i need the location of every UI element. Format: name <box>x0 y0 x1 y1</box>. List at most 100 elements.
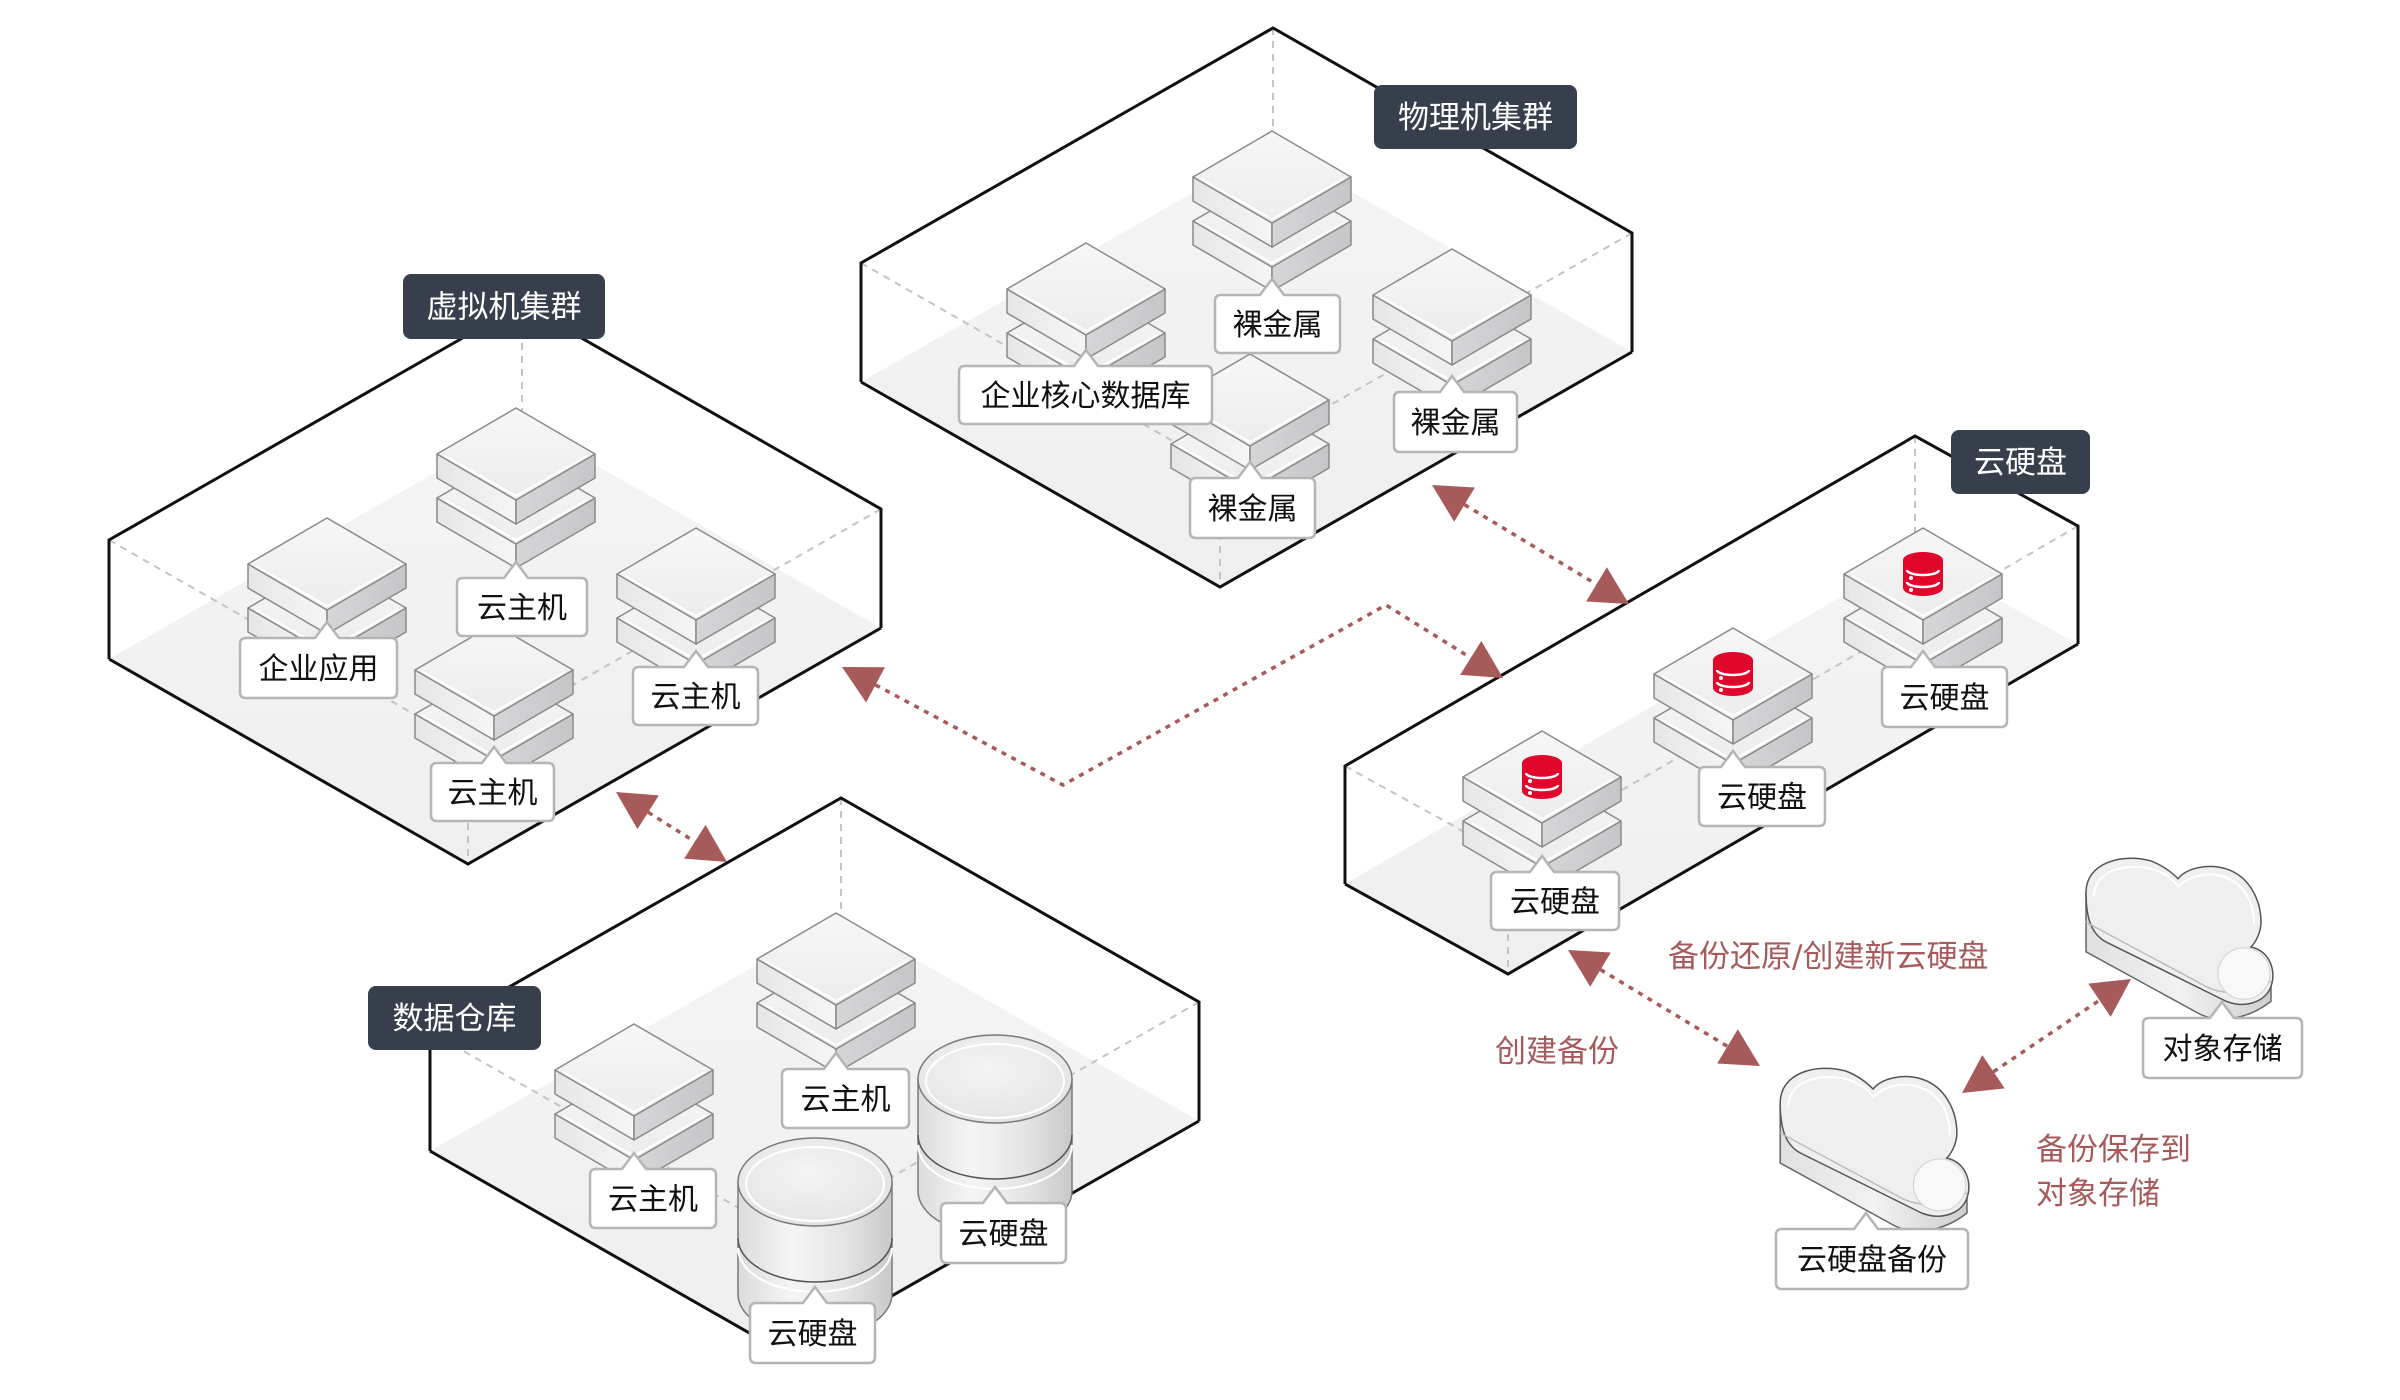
slab-highlight <box>1380 296 1524 339</box>
node-object_storage-label[interactable]: 对象存储 <box>2141 999 2304 1080</box>
node-warehouse-1[interactable] <box>756 912 916 1074</box>
slab-top-face <box>616 527 776 621</box>
node-label-text: 云硬盘备份 <box>1797 1243 1947 1278</box>
node-object_storage[interactable] <box>2085 857 2274 1020</box>
slab-top-face <box>1372 248 1532 342</box>
slab-highlight <box>444 499 588 542</box>
node-warehouse-0-label[interactable]: 云主机 <box>588 1150 718 1230</box>
node-warehouse-2-label[interactable]: 云硬盘 <box>939 1184 1068 1265</box>
node-physical-0[interactable] <box>1192 130 1352 292</box>
arrow-physical-disk <box>1432 485 1629 604</box>
label-callout <box>1188 459 1317 540</box>
note-create-backup: 创建备份 <box>1495 1034 1619 1070</box>
label-callout <box>1489 853 1621 932</box>
node-warehouse-0[interactable] <box>554 1023 714 1185</box>
node-disk-0-label[interactable]: 云硬盘 <box>1489 853 1621 932</box>
arrowhead <box>1586 567 1629 604</box>
node-label-text: 企业核心数据库 <box>981 379 1191 414</box>
node-label-text: 对象存储 <box>2163 1032 2283 1067</box>
node-label-text: 裸金属 <box>1233 308 1323 343</box>
hidden-edge <box>429 1031 789 1237</box>
group-label-cloud-disk: 云硬盘 <box>1951 430 2090 494</box>
group-label-bg <box>368 986 541 1050</box>
arrowhead <box>1568 950 1611 987</box>
node-label-text: 云主机 <box>608 1183 698 1218</box>
slab-top-face <box>1192 130 1352 224</box>
node-label-text: 云主机 <box>801 1083 891 1118</box>
node-warehouse-1-label[interactable]: 云主机 <box>780 1050 911 1130</box>
node-disk-2-label[interactable]: 云硬盘 <box>1880 648 2009 729</box>
label-callout <box>1880 648 2009 729</box>
label-callout <box>588 1150 718 1230</box>
note-restore: 备份还原/创建新云硬盘 <box>1668 939 1988 975</box>
node-vm-0-label[interactable]: 云主机 <box>455 559 589 638</box>
node-backup[interactable] <box>1779 1067 1970 1232</box>
slab-highlight <box>1470 778 1614 821</box>
outline-bottom <box>1344 642 2079 976</box>
node-physical-1-label[interactable]: 企业核心数据库 <box>957 347 1214 426</box>
outline-top <box>1343 434 2080 884</box>
arrowhead <box>1962 1055 2005 1093</box>
slab-highlight <box>764 1004 908 1047</box>
cloud-icon <box>2085 857 2274 1020</box>
slab-top-face <box>554 1023 714 1117</box>
label-callout <box>748 1284 877 1365</box>
node-label-text: 裸金属 <box>1411 406 1501 441</box>
node-physical-0-label[interactable]: 裸金属 <box>1213 276 1342 355</box>
label-callout <box>1392 373 1519 454</box>
database-icon <box>1713 652 1753 696</box>
annotations: 备份还原/创建新云硬盘 创建备份 备份保存到 对象存储 <box>1495 939 2191 1212</box>
cylinder-divider <box>737 1237 893 1283</box>
arrowhead <box>1717 1029 1760 1066</box>
node-disk-2[interactable] <box>1843 527 2003 689</box>
group-label-text: 物理机集群 <box>1398 100 1553 136</box>
node-physical-3-label[interactable]: 裸金属 <box>1188 459 1317 540</box>
cylinder-top-highlight <box>745 1146 885 1222</box>
label-callout <box>2141 999 2304 1080</box>
node-vm-3[interactable] <box>414 623 574 785</box>
label-callout <box>455 559 589 638</box>
slab-top-face <box>756 912 916 1006</box>
slab-highlight <box>422 671 566 714</box>
node-warehouse-3[interactable] <box>737 1137 893 1339</box>
dashed-connector <box>1599 968 1729 1048</box>
node-vm-3-label[interactable]: 云主机 <box>429 744 556 823</box>
slab-top-face <box>414 623 574 717</box>
group-label-text: 虚拟机集群 <box>427 290 582 326</box>
slab-highlight <box>764 960 908 1003</box>
node-vm-1-label[interactable]: 企业应用 <box>238 619 399 700</box>
arrowhead <box>1432 485 1475 522</box>
group-label-data-warehouse: 数据仓库 <box>368 986 541 1050</box>
outline-top <box>428 796 1201 1151</box>
node-disk-1[interactable] <box>1653 627 1813 789</box>
note-save-line1: 备份保存到 <box>2036 1132 2191 1168</box>
node-label-text: 企业应用 <box>259 652 379 687</box>
node-warehouse-2[interactable] <box>917 1034 1073 1236</box>
node-label-text: 云硬盘 <box>1717 781 1807 816</box>
database-icon <box>1522 755 1562 799</box>
slab-highlight <box>444 455 588 498</box>
arrowhead <box>842 667 885 703</box>
label-callout <box>631 648 760 727</box>
arrowhead <box>684 824 727 862</box>
cylinder-top <box>917 1034 1073 1124</box>
dashed-connector <box>874 602 1472 787</box>
node-physical-2-label[interactable]: 裸金属 <box>1392 373 1519 454</box>
cylinder-top <box>737 1137 893 1227</box>
floor <box>430 917 1199 1355</box>
arrow-vm-warehouse <box>616 792 727 862</box>
arrowhead <box>2088 979 2131 1017</box>
label-callout <box>939 1184 1068 1265</box>
node-disk-0[interactable] <box>1462 730 1622 892</box>
node-backup-label[interactable]: 云硬盘备份 <box>1774 1210 1970 1291</box>
node-warehouse-3-label[interactable]: 云硬盘 <box>748 1284 877 1365</box>
node-disk-1-label[interactable]: 云硬盘 <box>1697 748 1827 828</box>
group-label-bg <box>1951 430 2090 494</box>
nodes <box>247 130 2274 1339</box>
slab-highlight <box>1661 675 1805 718</box>
dashed-connector <box>1992 998 2101 1074</box>
arrow-backup-object <box>1962 979 2131 1093</box>
node-vm-2-label[interactable]: 云主机 <box>631 648 760 727</box>
